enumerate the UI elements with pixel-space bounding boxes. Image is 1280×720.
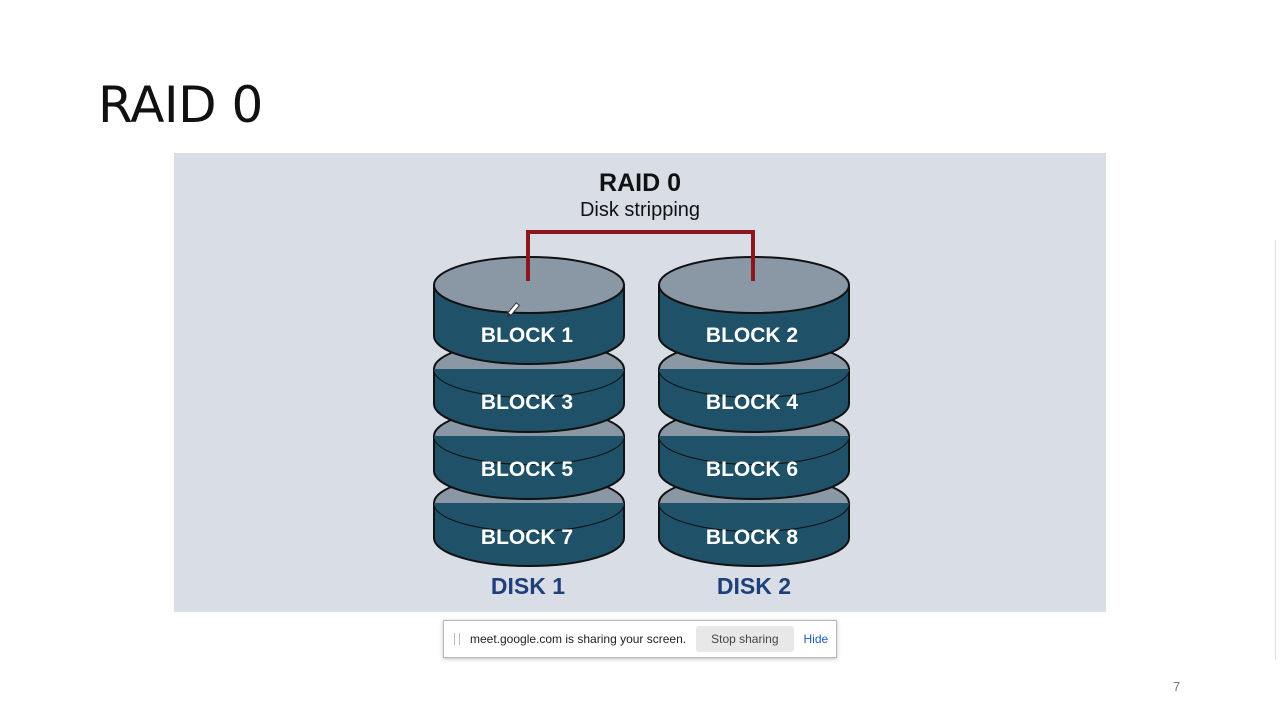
disk-1-block-5: BLOCK 5	[481, 458, 573, 481]
disk-2-label: DISK 2	[717, 573, 791, 599]
share-message: meet.google.com is sharing your screen.	[470, 632, 687, 646]
stop-sharing-button[interactable]: Stop sharing	[696, 626, 794, 652]
disk-2-block-8: BLOCK 8	[706, 526, 798, 549]
pen-cursor-icon	[506, 302, 521, 318]
disk-1-block-3: BLOCK 3	[481, 391, 573, 414]
disk-2-block-2: BLOCK 2	[706, 324, 798, 347]
drag-handle-icon[interactable]	[454, 633, 460, 645]
disk-1-label: DISK 1	[491, 573, 565, 599]
disk-1-block-1: BLOCK 1	[481, 324, 573, 347]
diagram-title: RAID 0	[599, 169, 681, 197]
disk-2-block-6: BLOCK 6	[706, 458, 798, 481]
stripe-connector	[526, 230, 755, 281]
window-edge	[1275, 240, 1280, 660]
disk-1-block-7: BLOCK 7	[481, 526, 573, 549]
screen-share-bar: meet.google.com is sharing your screen. …	[443, 620, 837, 658]
disk-1-platter-1	[433, 256, 625, 365]
diagram-subtitle: Disk stripping	[580, 199, 700, 221]
disk-2-block-4: BLOCK 4	[706, 391, 798, 414]
slide-title: RAID 0	[98, 76, 263, 134]
raid-diagram: RAID 0 Disk stripping BL	[174, 153, 1106, 612]
page-number: 7	[1173, 679, 1181, 694]
raid-diagram-svg: RAID 0 Disk stripping BL	[433, 169, 850, 599]
disk-2: BLOCK 2 BLOCK 4 BLOCK 6 BLOCK 8 DISK 2	[658, 256, 850, 599]
disk-2-platter-1	[658, 256, 850, 365]
hide-link[interactable]: Hide	[803, 632, 829, 646]
disk-1: BLOCK 1 BLOCK 3 BLOCK 5 BLOCK 7 DISK 1	[433, 256, 625, 599]
